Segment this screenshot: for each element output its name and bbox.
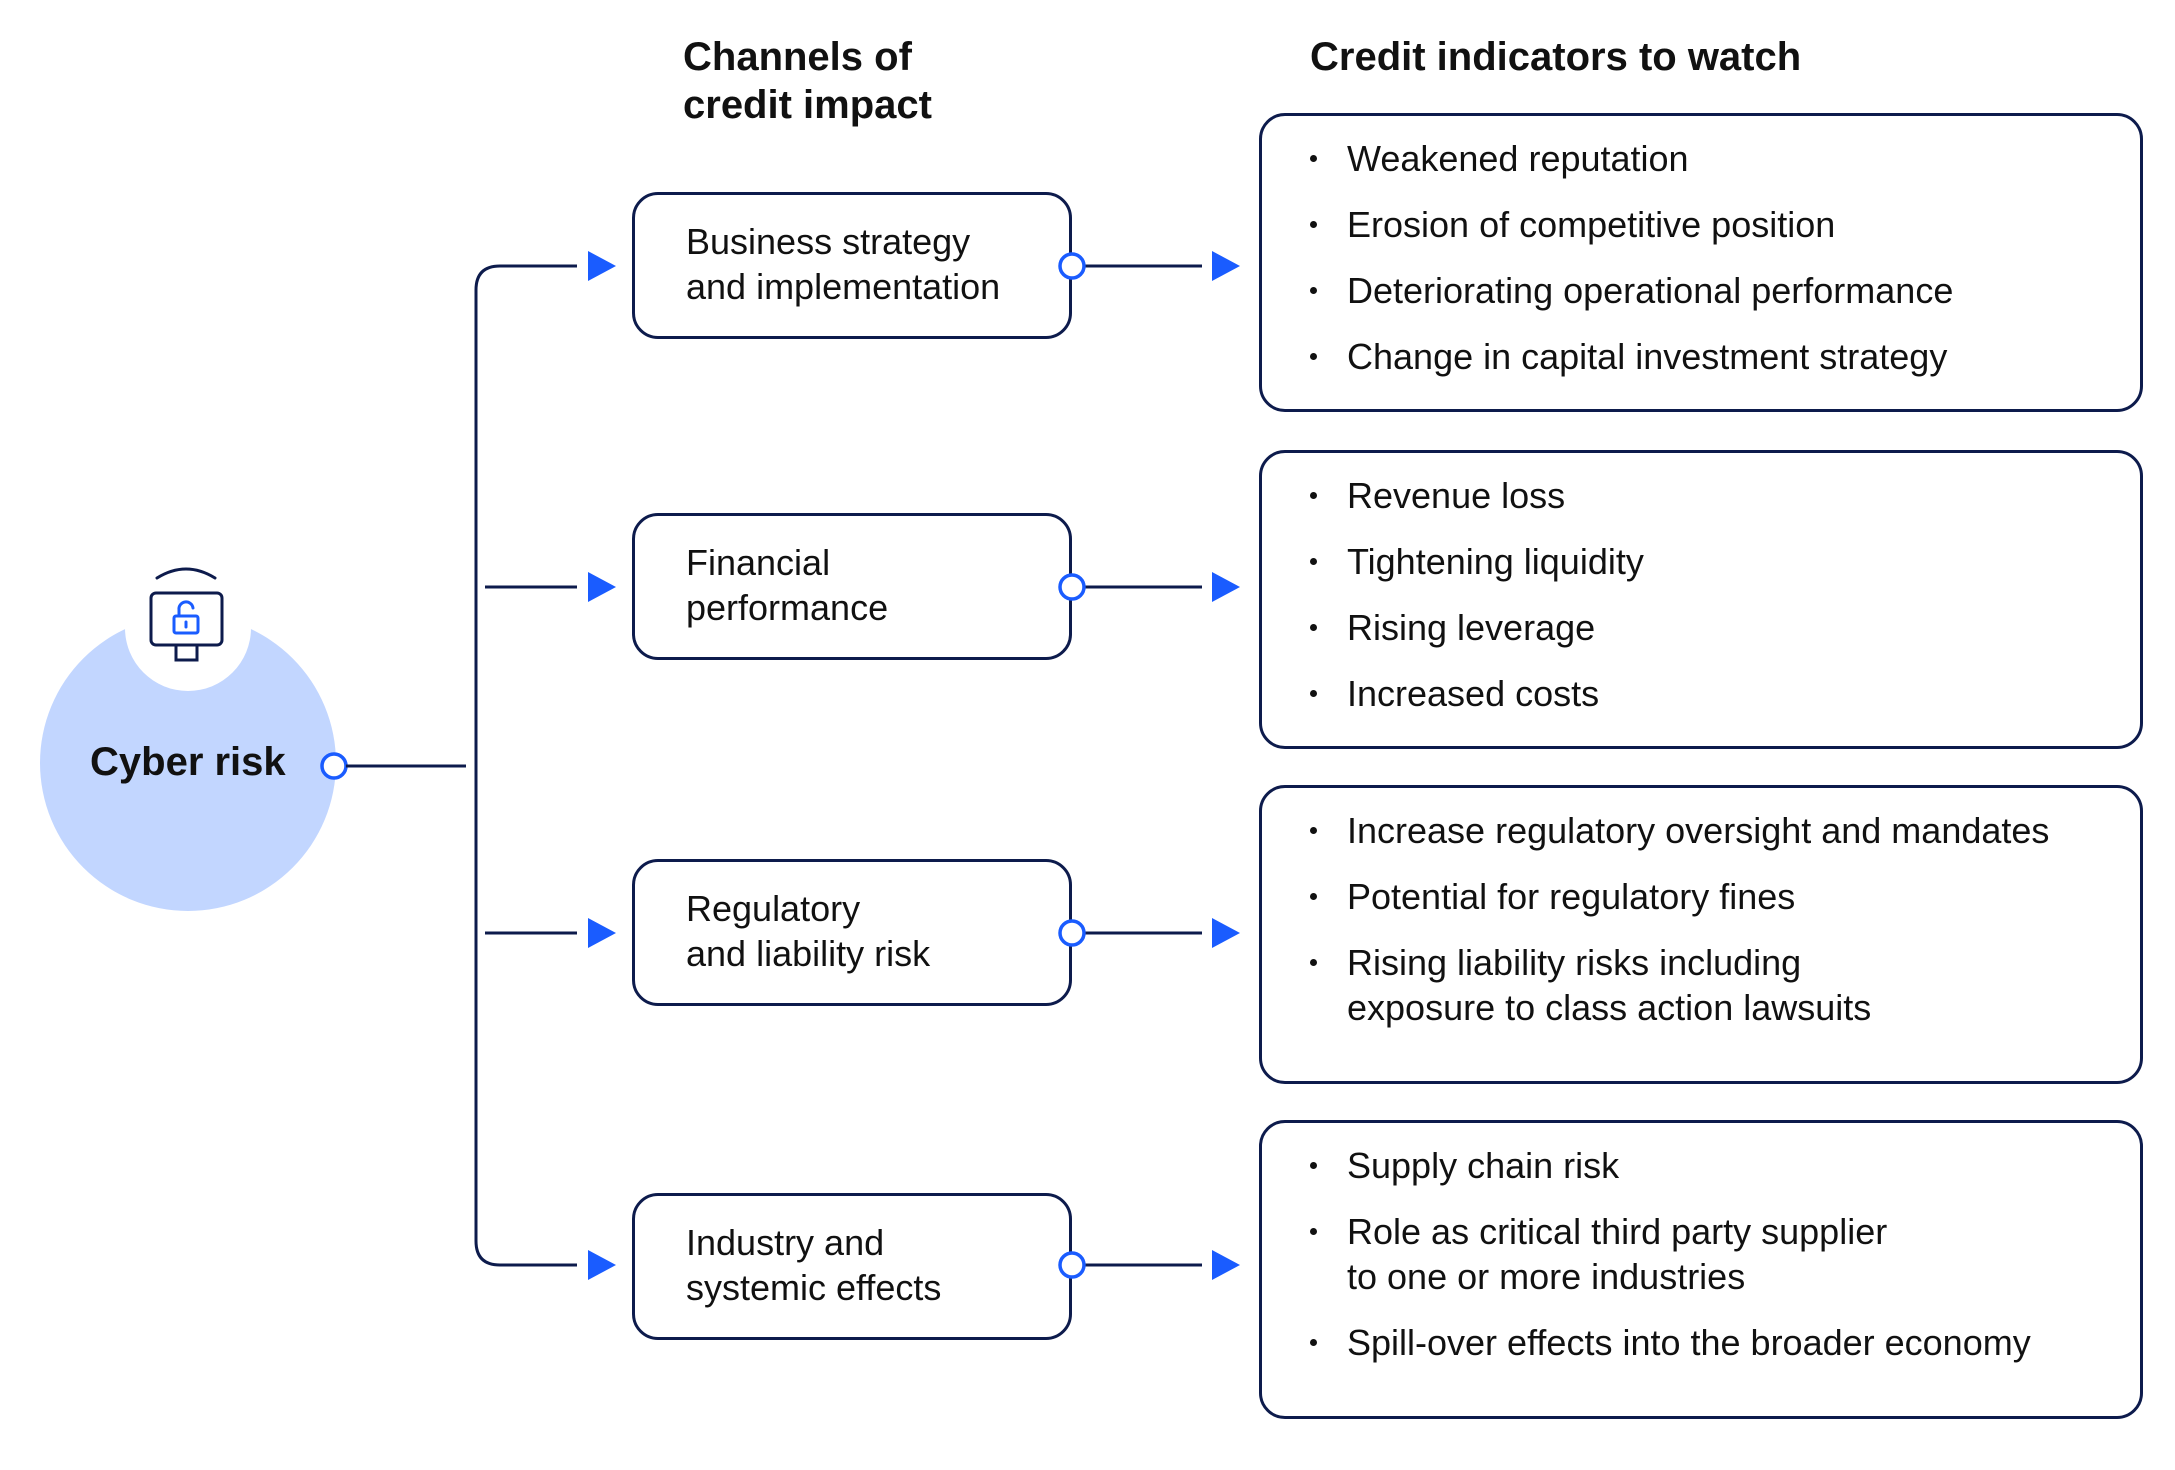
bullet-icon [1310,221,1317,228]
indicator-item: Change in capital investment strategy [1310,334,2120,379]
bullet-icon [1310,287,1317,294]
indicator-text: Rising liability risks including [1347,942,1802,983]
indicator-list: Weakened reputation Erosion of competiti… [1310,136,2120,379]
channel-label-line: and implementation [686,266,1001,307]
arrow-to-channel-2 [588,572,616,602]
indicator-box-regulatory-liability: Increase regulatory oversight and mandat… [1259,785,2143,1084]
indicator-item: Rising leverage [1310,605,2120,650]
arrow-to-channel-3 [588,918,616,948]
bullet-icon [1310,492,1317,499]
bullet-icon [1310,624,1317,631]
channel-label-line: and liability risk [686,933,931,974]
channels-header-line-1: Channels of [683,35,912,79]
bullet-icon [1310,558,1317,565]
arrow-to-indicators-3 [1212,918,1240,948]
channel-label-line: Regulatory [686,888,861,929]
bullet-icon [1310,1162,1317,1169]
indicator-text: Tightening liquidity [1347,541,1644,582]
monitor-unlock-icon [149,567,224,662]
indicators-header: Credit indicators to watch [1310,35,1802,79]
indicator-list: Supply chain risk Role as critical third… [1310,1143,2120,1365]
source-node [320,752,348,780]
indicator-list: Increase regulatory oversight and mandat… [1310,808,2120,1030]
indicator-list: Revenue loss Tightening liquidity Rising… [1310,473,2120,716]
channel-box-regulatory-liability: Regulatory and liability risk [632,859,1072,1006]
indicator-item: Revenue loss [1310,473,2120,518]
bullet-icon [1310,1339,1317,1346]
arrow-to-indicators-2 [1212,572,1240,602]
arrow-to-indicators-4 [1212,1250,1240,1280]
indicator-text: Change in capital investment strategy [1347,336,1948,377]
channel-box-business-strategy: Business strategy and implementation [632,192,1072,339]
trunk-line [474,264,577,1267]
bullet-icon [1310,1228,1317,1235]
indicator-text: Rising leverage [1347,607,1596,648]
indicator-item: Supply chain risk [1310,1143,2120,1188]
indicator-item: Erosion of competitive position [1310,202,2120,247]
indicator-text: Spill-over effects into the broader econ… [1347,1322,2031,1363]
indicator-item: Deteriorating operational performance [1310,268,2120,313]
icon-notch [125,565,251,691]
indicator-item: Potential for regulatory fines [1310,874,2120,919]
indicator-box-financial-performance: Revenue loss Tightening liquidity Rising… [1259,450,2143,749]
indicator-item: Weakened reputation [1310,136,2120,181]
indicator-text: Weakened reputation [1347,138,1689,179]
channels-header-line-2: credit impact [683,83,932,127]
channel-label-line: systemic effects [686,1267,942,1308]
bullet-icon [1310,690,1317,697]
indicator-text: Increased costs [1347,673,1600,714]
indicator-text: Deteriorating operational performance [1347,270,1954,311]
channel-label-line: Financial [686,542,831,583]
channel-box-financial-performance: Financial performance [632,513,1072,660]
indicator-text: Role as critical third party supplier [1347,1211,1888,1252]
cyber-risk-circle [40,615,336,911]
indicator-text-continued: to one or more industries [1347,1256,1746,1297]
bullet-icon [1310,827,1317,834]
arrow-to-channel-4 [588,1250,616,1280]
channel-label-line: performance [686,587,889,628]
bullet-icon [1310,893,1317,900]
bullet-icon [1310,353,1317,360]
indicator-item: Increased costs [1310,671,2120,716]
indicator-text-continued: exposure to class action lawsuits [1347,987,1872,1028]
indicator-text: Supply chain risk [1347,1145,1620,1186]
indicator-item: Spill-over effects into the broader econ… [1310,1320,2120,1365]
indicator-text: Potential for regulatory fines [1347,876,1796,917]
arrow-to-indicators-1 [1212,251,1240,281]
indicator-box-industry-systemic: Supply chain risk Role as critical third… [1259,1120,2143,1419]
indicator-text: Increase regulatory oversight and mandat… [1347,810,2050,851]
bullet-icon [1310,155,1317,162]
channels-header: Channels of credit impact [683,33,932,129]
arrow-to-channel-1 [588,251,616,281]
cyber-risk-label: Cyber risk [90,740,286,784]
indicator-box-business-strategy: Weakened reputation Erosion of competiti… [1259,113,2143,412]
channel-label-line: Industry and [686,1222,885,1263]
indicator-item: Increase regulatory oversight and mandat… [1310,808,2120,853]
indicator-text: Erosion of competitive position [1347,204,1836,245]
channel-box-industry-systemic: Industry and systemic effects [632,1193,1072,1340]
indicator-item: Tightening liquidity [1310,539,2120,584]
channel-label-line: Business strategy [686,221,971,262]
bullet-icon [1310,959,1317,966]
indicator-text: Revenue loss [1347,475,1566,516]
